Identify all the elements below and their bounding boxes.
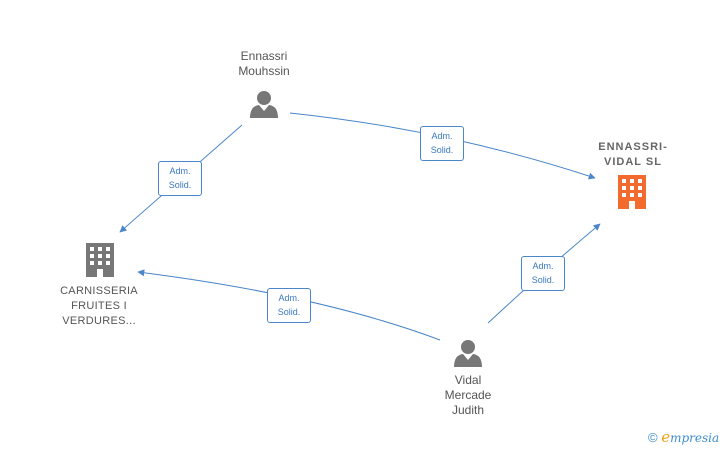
person-icon[interactable] [250, 91, 278, 118]
building-icon[interactable] [86, 243, 114, 277]
edge-label-line2: Solid. [277, 307, 301, 317]
edge-label-mouhssin-ennassri-vidal: Adm. Solid. [420, 126, 464, 161]
node-label-ennassri-vidal-sl[interactable]: ENNASSRI- VIDAL SL [598, 141, 668, 168]
node-label-ennassri-mouhssin[interactable]: Ennassri Mouhssin [238, 49, 290, 78]
edge-label-line1: Adm. [278, 293, 300, 303]
edge-label-vidal-carnisseria: Adm. Solid. [267, 288, 311, 323]
copyright-symbol: © [648, 430, 658, 445]
person-icon[interactable] [454, 340, 482, 367]
edge-label-line2: Solid. [430, 145, 454, 155]
building-icon[interactable] [618, 175, 646, 209]
edge-label-line2: Solid. [531, 275, 555, 285]
edge-label-mouhssin-carnisseria: Adm. Solid. [158, 161, 202, 196]
edge-label-line1: Adm. [532, 261, 554, 271]
node-label-carnisseria[interactable]: CARNISSERIA FRUITES I VERDURES... [60, 285, 138, 327]
node-label-vidal-mercade-judith[interactable]: Vidal Mercade Judith [444, 373, 492, 417]
brand-rest: mpresia [670, 431, 720, 445]
edge-label-line1: Adm. [431, 131, 453, 141]
edge-label-line2: Solid. [168, 180, 192, 190]
empresia-logo: © empresia [648, 428, 719, 446]
edge-label-vidal-ennassri-vidal: Adm. Solid. [521, 256, 565, 291]
edge-label-line1: Adm. [169, 166, 191, 176]
brand-e: e [661, 428, 671, 446]
